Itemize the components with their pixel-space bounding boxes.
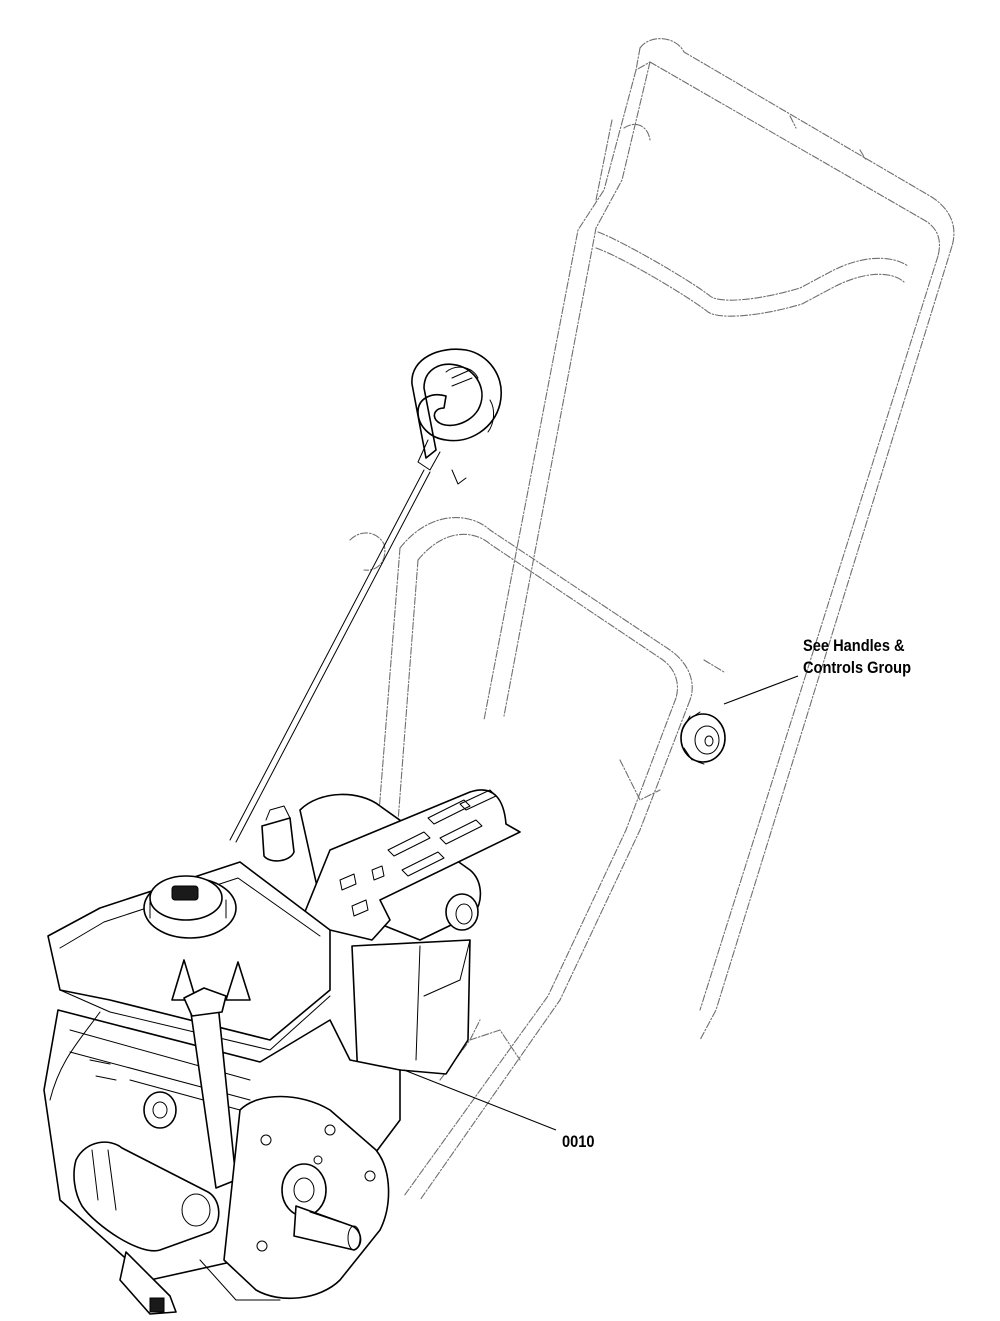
- part-0010-leader-line: [403, 1069, 557, 1131]
- handles-group-callout: See Handles & Controls Group: [803, 635, 911, 679]
- handles-group-callout-line2: Controls Group: [803, 658, 912, 677]
- engine-assembly: [43, 789, 521, 1315]
- handles-group-leader-line: [723, 675, 799, 705]
- starter-rope-handle: [229, 348, 502, 843]
- part-number-callout: 0010: [562, 1132, 595, 1151]
- handles-group-callout-line1: See Handles &: [803, 636, 905, 655]
- handle-knob: [680, 711, 726, 765]
